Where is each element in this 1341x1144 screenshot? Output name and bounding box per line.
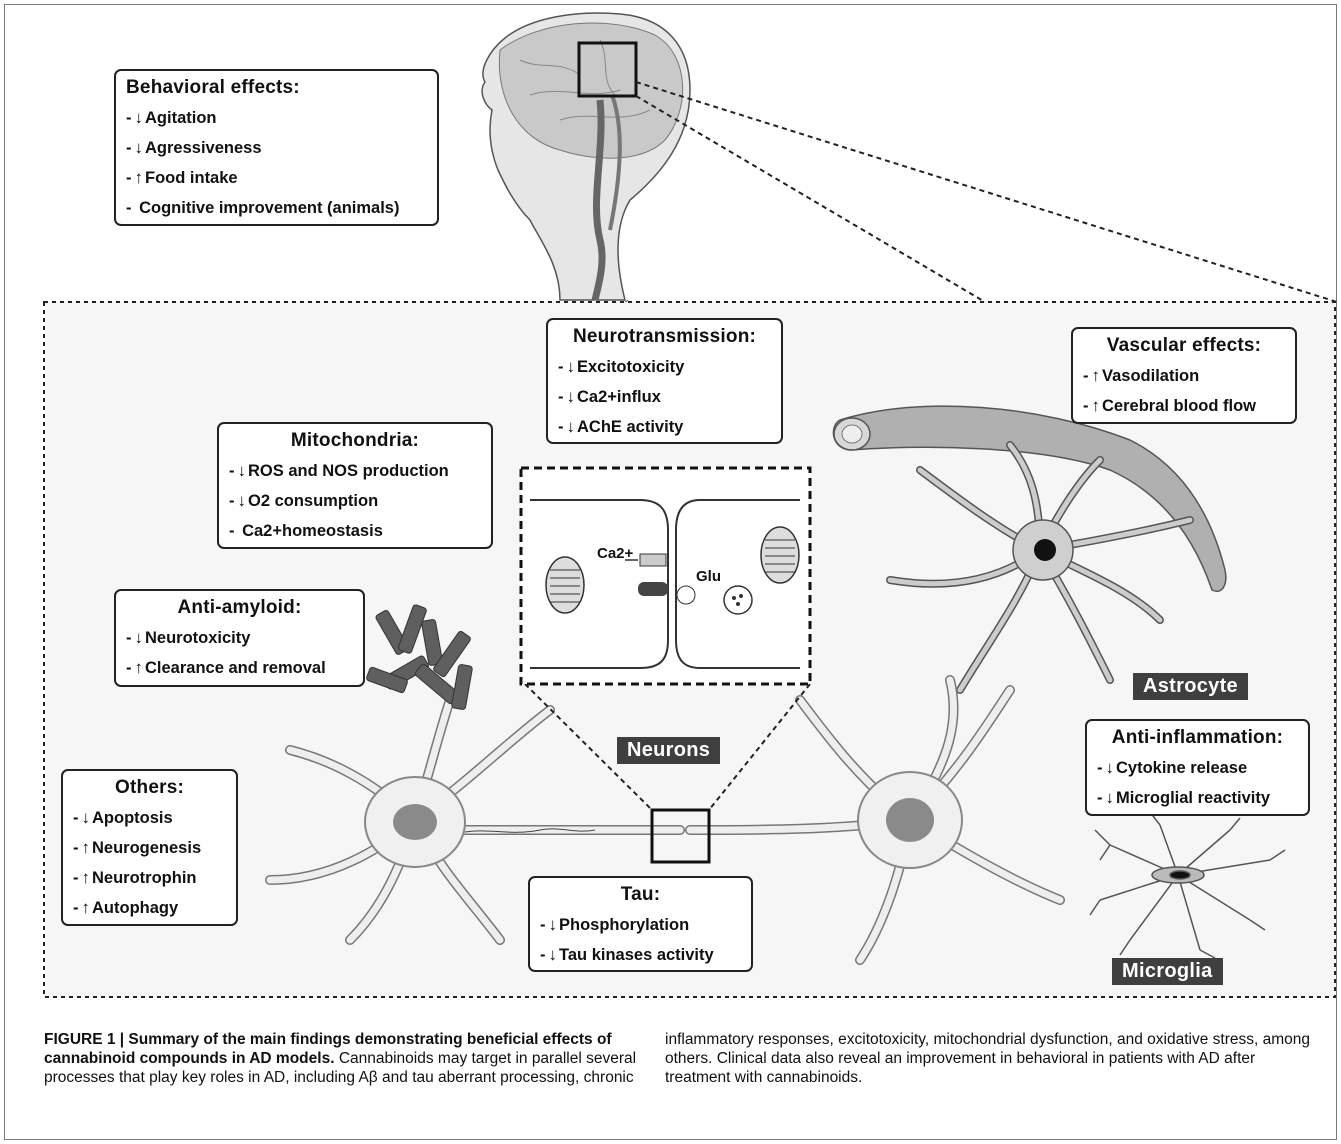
others-item: -↑Neurotrophin	[73, 863, 226, 893]
up-arrow-icon: ↑	[134, 658, 144, 677]
down-arrow-icon: ↓	[566, 357, 576, 376]
down-arrow-icon: ↓	[81, 808, 91, 827]
behavioral-item: - Cognitive improvement (animals)	[126, 199, 400, 217]
up-arrow-icon: ↑	[81, 868, 91, 887]
tau-item: -↓Tau kinases activity	[540, 940, 741, 970]
inset-lines	[524, 683, 811, 811]
synapse-inset	[519, 466, 812, 686]
astrocyte-illustration	[832, 405, 1227, 694]
mitochondria-title: Mitochondria:	[290, 430, 420, 451]
behavioral-effects-box: Behavioral effects: -↓Agitation -↓Agress…	[114, 69, 439, 226]
amyloid-aggregates	[366, 604, 473, 710]
others-item: -↓Apoptosis	[73, 803, 226, 833]
others-item: -↑Autophagy	[73, 893, 226, 923]
up-arrow-icon: ↑	[81, 898, 91, 917]
mitochondria-item: -↓ROS and NOS production	[229, 456, 481, 486]
behavioral-item: -↓Agressiveness	[126, 133, 427, 163]
glutamate-label: Glu	[696, 568, 721, 585]
up-arrow-icon: ↑	[1091, 396, 1101, 415]
figure-caption-right: inflammatory responses, excitotoxicity, …	[665, 1030, 1313, 1087]
mitochondria-box: Mitochondria: -↓ROS and NOS production -…	[217, 422, 493, 549]
caption-left-text: Cannabinoids may target in parallel seve…	[44, 1050, 637, 1086]
caption-right-text: inflammatory responses, excitotoxicity, …	[665, 1031, 1310, 1086]
figure-frame	[4, 4, 1337, 1140]
anti-amyloid-title: Anti-amyloid:	[177, 597, 302, 618]
microglia-illustration	[1089, 811, 1286, 959]
down-arrow-icon: ↓	[548, 915, 558, 934]
behavioral-item: -↓Agitation	[126, 103, 427, 133]
down-arrow-icon: ↓	[237, 461, 247, 480]
down-arrow-icon: ↓	[566, 417, 576, 436]
tau-item: -↓Phosphorylation	[540, 910, 741, 940]
others-title: Others:	[115, 777, 184, 798]
neurotransmission-item: -↓Excitotoxicity	[558, 352, 771, 382]
down-arrow-icon: ↓	[134, 138, 144, 157]
vascular-item: -↑Cerebral blood flow	[1083, 391, 1285, 421]
astrocyte-label: Astrocyte	[1133, 673, 1248, 700]
others-item: -↑Neurogenesis	[73, 833, 226, 863]
down-arrow-icon: ↓	[1105, 758, 1115, 777]
vascular-item: -↑Vasodilation	[1083, 361, 1285, 391]
anti-amyloid-item: -↑Clearance and removal	[126, 653, 353, 683]
mitochondria-item: -↓O2 consumption	[229, 486, 481, 516]
others-box: Others: -↓Apoptosis -↑Neurogenesis -↑Neu…	[61, 769, 238, 926]
up-arrow-icon: ↑	[81, 838, 91, 857]
behavioral-effects-title: Behavioral effects:	[126, 77, 300, 98]
tau-title: Tau:	[620, 884, 661, 905]
down-arrow-icon: ↓	[566, 387, 576, 406]
up-arrow-icon: ↑	[1091, 366, 1101, 385]
vascular-effects-title: Vascular effects:	[1106, 335, 1262, 356]
down-arrow-icon: ↓	[548, 945, 558, 964]
anti-inflammation-title: Anti-inflammation:	[1111, 727, 1284, 748]
zoom-lines	[635, 81, 1338, 303]
microglia-label: Microglia	[1112, 958, 1223, 985]
caption-lead: FIGURE 1 | Summary of the main findings …	[44, 1031, 612, 1067]
neurotransmission-title: Neurotransmission:	[572, 326, 757, 347]
anti-amyloid-box: Anti-amyloid: -↓Neurotoxicity -↑Clearanc…	[114, 589, 365, 687]
neurons-label: Neurons	[617, 737, 721, 764]
vascular-effects-box: Vascular effects: -↑Vasodilation -↑Cereb…	[1071, 327, 1297, 424]
neurotransmission-item: -↓Ca2+influx	[558, 382, 771, 412]
neurotransmission-box: Neurotransmission: -↓Excitotoxicity -↓Ca…	[546, 318, 783, 444]
mitochondria-item: - Ca2+homeostasis	[229, 522, 383, 540]
anti-inflammation-item: -↓Cytokine release	[1097, 753, 1298, 783]
anti-amyloid-item: -↓Neurotoxicity	[126, 623, 353, 653]
tau-box: Tau: -↓Phosphorylation -↓Tau kinases act…	[528, 876, 753, 972]
calcium-label: Ca2+	[597, 545, 634, 562]
anti-inflammation-item: -↓Microglial reactivity	[1097, 783, 1298, 813]
head-illustration	[481, 12, 691, 307]
up-arrow-icon: ↑	[134, 168, 144, 187]
behavioral-item: -↑Food intake	[126, 163, 427, 193]
neuron-illustration	[265, 675, 1065, 965]
anti-inflammation-box: Anti-inflammation: -↓Cytokine release -↓…	[1085, 719, 1310, 816]
neurotransmission-item: -↓AChE activity	[558, 412, 771, 442]
down-arrow-icon: ↓	[134, 108, 144, 127]
down-arrow-icon: ↓	[237, 491, 247, 510]
figure-caption-left: FIGURE 1 | Summary of the main findings …	[44, 1030, 638, 1087]
down-arrow-icon: ↓	[134, 628, 144, 647]
down-arrow-icon: ↓	[1105, 788, 1115, 807]
